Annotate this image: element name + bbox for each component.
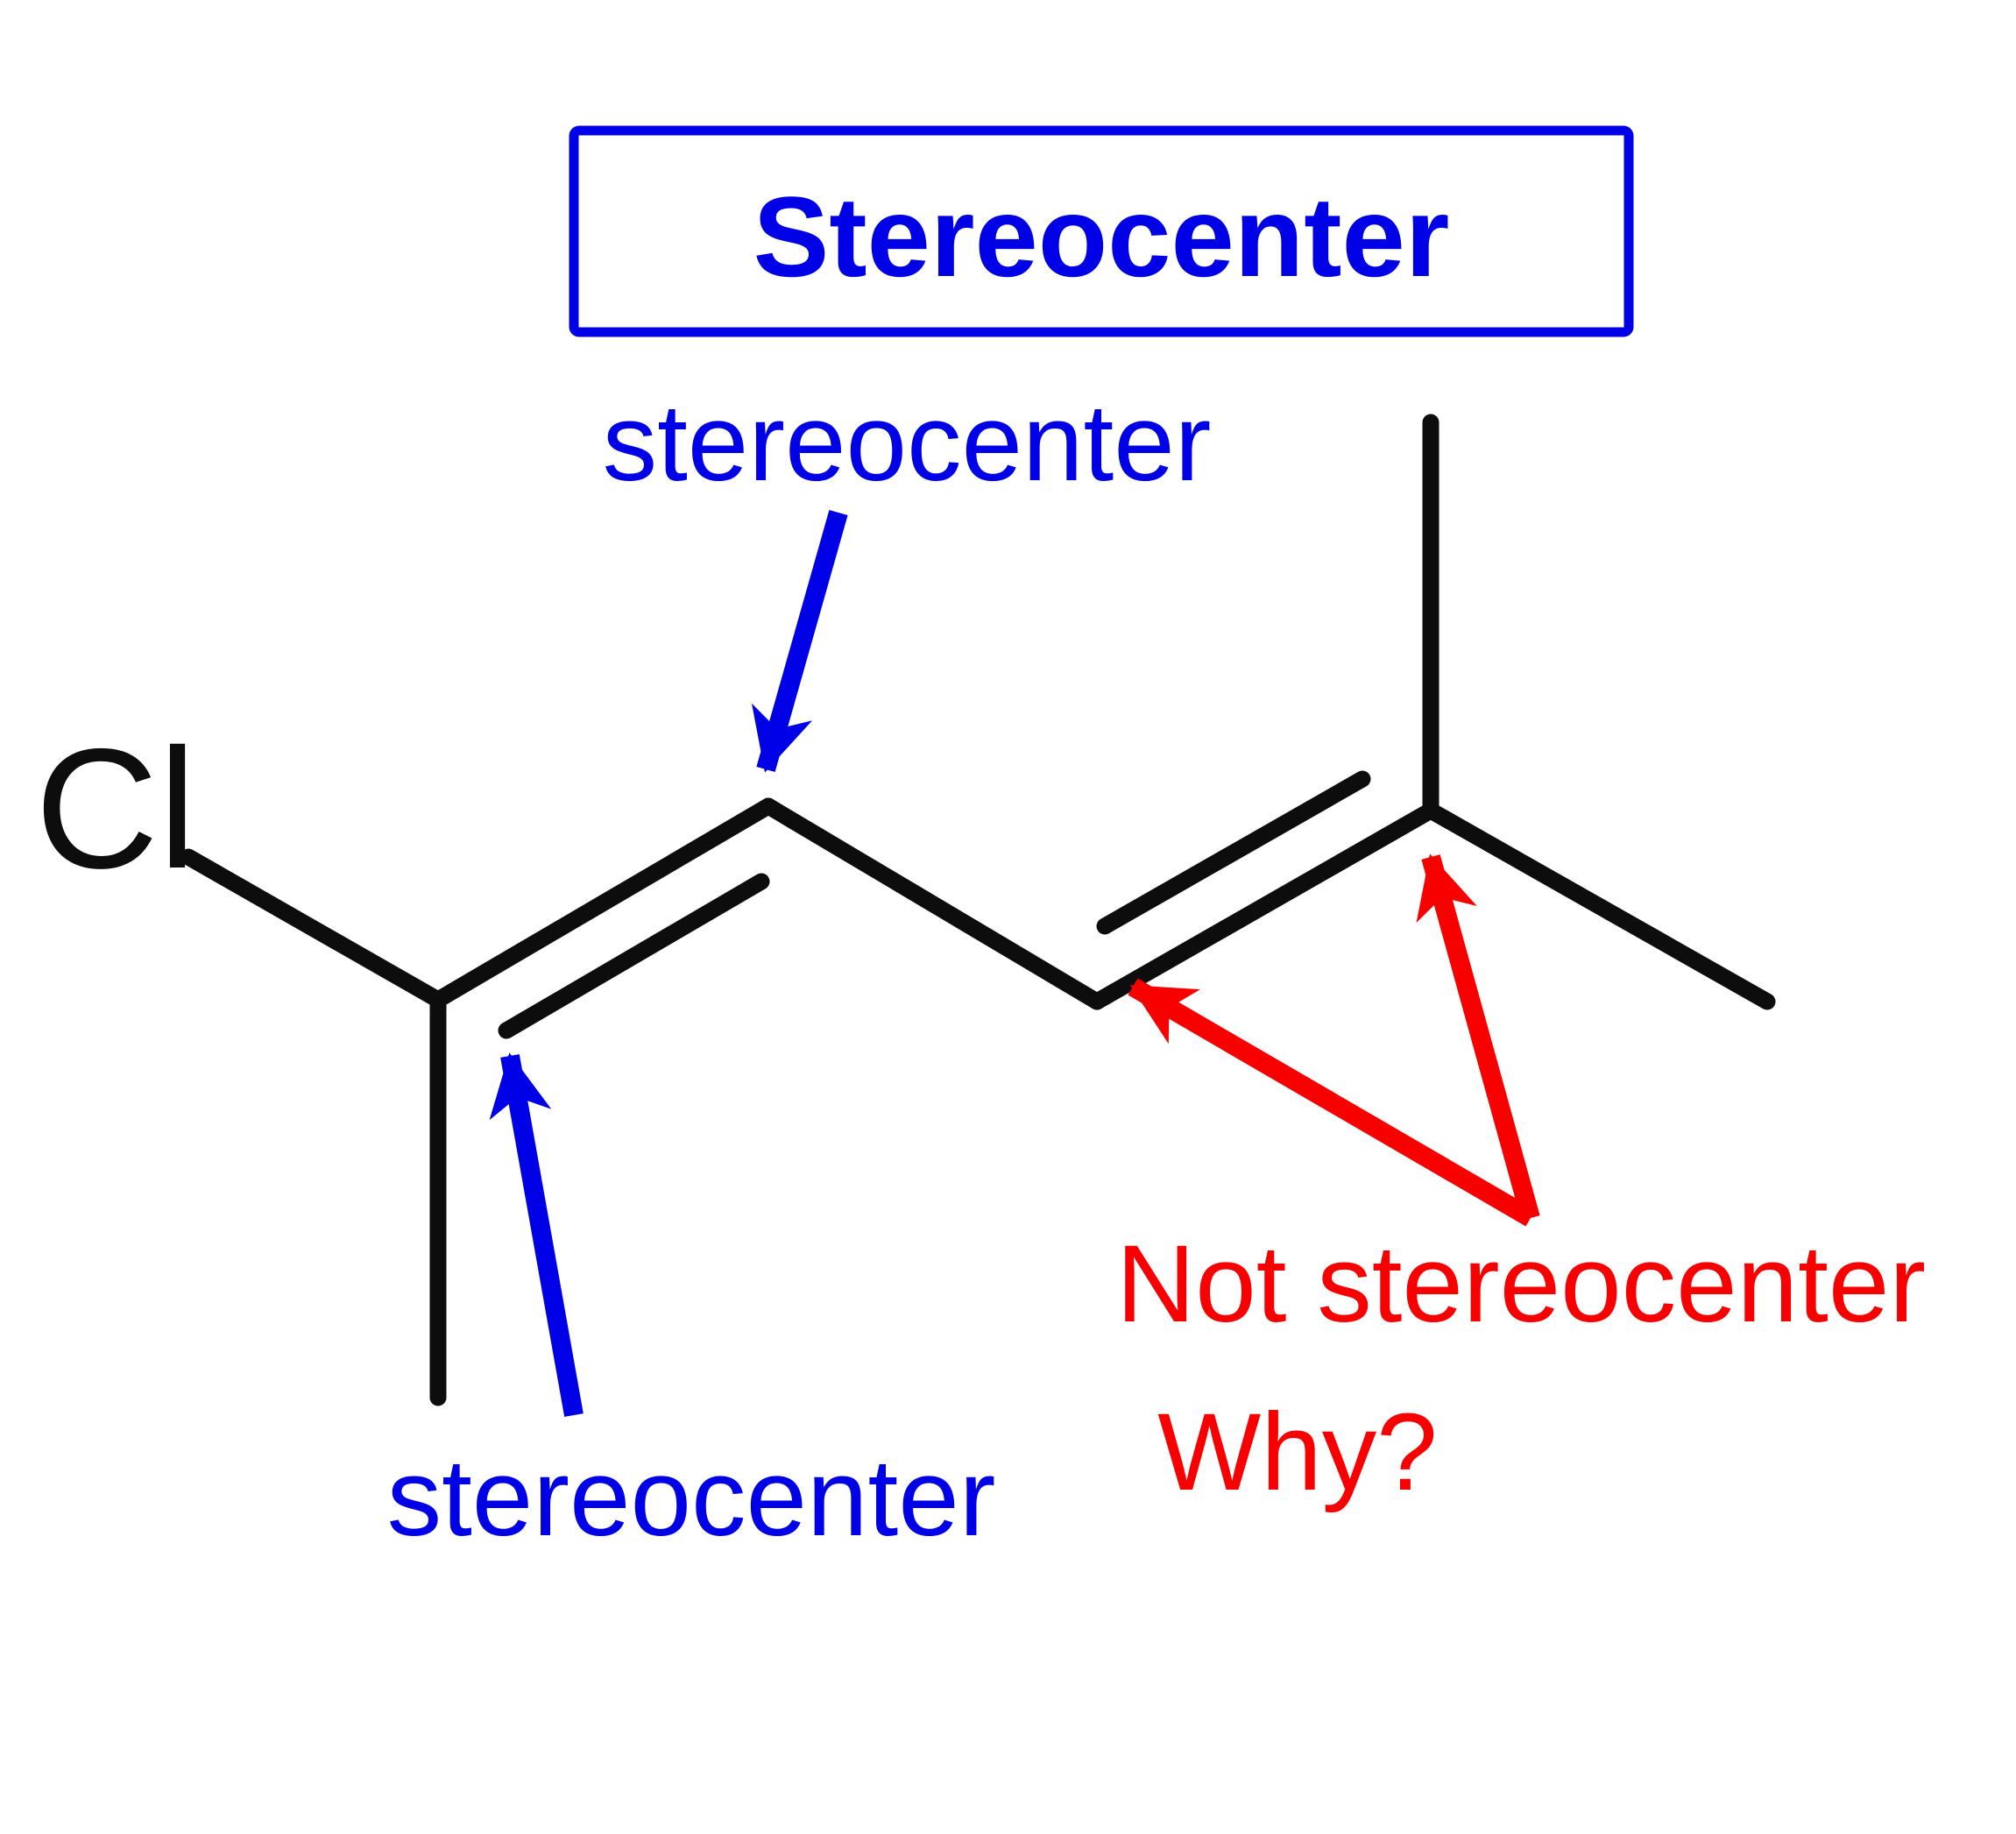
bond-c2-c3-main [429,797,777,1009]
molecule-skeleton [180,414,1776,1406]
label-stereocenter-top: stereocenter [603,382,1212,504]
label-stereocenter-bottom: stereocenter [387,1437,996,1559]
annotation-arrows [489,510,1540,1417]
label-why: Why? [1157,1391,1438,1513]
arrow-to-stereocenter-top [752,510,848,773]
stereocenter-title-box [569,125,1634,337]
bond-c3-c4 [760,797,1106,1010]
label-not-stereocenter: Not stereocenter [1116,1223,1926,1345]
bond-cl-c2 [180,848,447,1009]
bond-c4-c5-inner [1096,770,1371,935]
bond-c4-c5-main [1088,802,1439,1010]
bond-c2-c3-inner [498,873,770,1039]
arrow-to-not-stereocenter-left [1128,978,1536,1227]
bond-c5-c6 [1422,802,1776,1010]
arrow-to-not-stereocenter-right [1416,853,1540,1221]
arrow-to-stereocenter-bottom [489,1052,584,1417]
stereocenter-title: Stereocenter [753,173,1450,301]
chlorine-atom-label: Cl [35,713,196,904]
